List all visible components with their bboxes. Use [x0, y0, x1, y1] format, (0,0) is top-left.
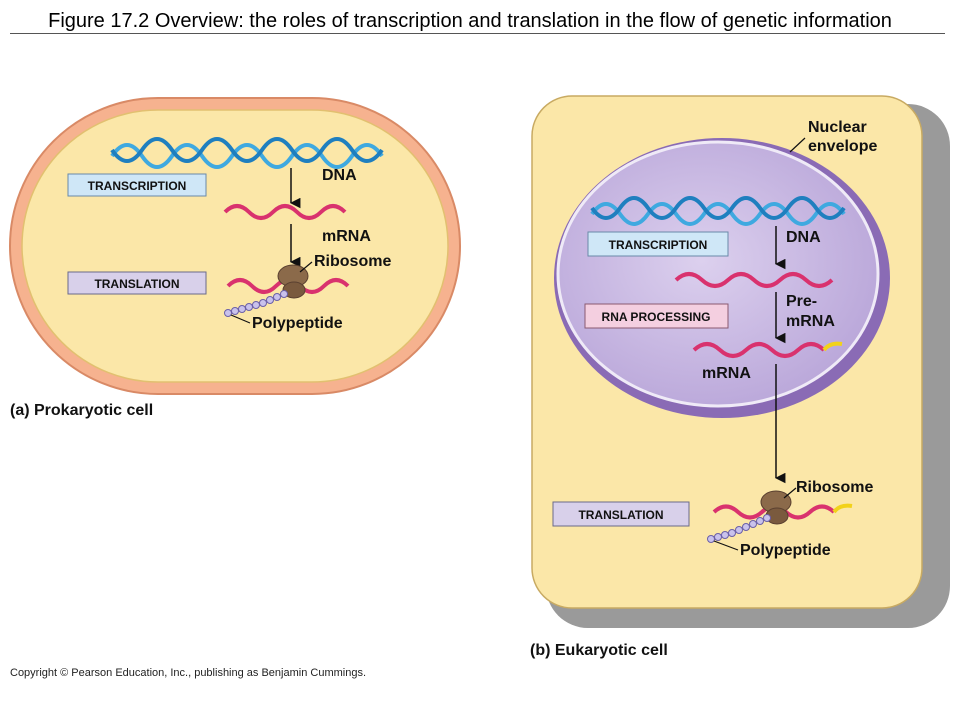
transcription-label: TRANSCRIPTION	[88, 179, 187, 193]
ribosome	[277, 264, 309, 299]
mrna-label: mRNA	[702, 365, 751, 382]
dna-helix	[110, 137, 384, 169]
ribosome-pointer	[783, 487, 797, 499]
transcription-box	[587, 231, 729, 257]
prokaryotic-caption: (a) Prokaryotic cell	[10, 402, 154, 419]
rna-processing-box	[584, 303, 729, 329]
transcription-label: TRANSCRIPTION	[609, 238, 708, 252]
mrna-strand	[223, 204, 347, 220]
title-divider	[10, 33, 945, 34]
eukaryotic-caption: (b) Eukaryotic cell	[530, 642, 668, 659]
pre-mrna-label-1: Pre-	[786, 293, 817, 310]
polypeptide-chain	[224, 290, 288, 317]
figure-title: Figure 17.2 Overview: the roles of trans…	[48, 10, 892, 32]
mrna-label: mRNA	[322, 228, 371, 245]
mrna-tail	[822, 341, 843, 352]
dna-label: DNA	[322, 167, 357, 184]
polypeptide-chain	[707, 514, 771, 543]
copyright-notice: Copyright © Pearson Education, Inc., pub…	[10, 667, 367, 679]
translation-box	[552, 501, 690, 527]
polypeptide-label: Polypeptide	[740, 542, 831, 559]
ribosome-label: Ribosome	[796, 479, 873, 496]
translation-label: TRANSLATION	[94, 277, 179, 291]
transcription-box	[67, 173, 207, 197]
dna-helix	[590, 196, 846, 226]
polypeptide-pointer	[230, 314, 251, 324]
mrna-tail-translating	[832, 503, 853, 514]
ribosome-pointer	[299, 261, 313, 273]
ribosome	[760, 490, 792, 525]
pre-mrna-strand	[674, 272, 834, 288]
translation-label: TRANSLATION	[578, 508, 663, 522]
dna-label: DNA	[786, 229, 821, 246]
rna-processing-label: RNA PROCESSING	[602, 310, 711, 324]
nuclear-envelope-label-1: Nuclear	[808, 119, 867, 136]
nuclear-envelope-pointer	[789, 137, 806, 153]
nuclear-envelope-label-2: envelope	[808, 138, 877, 155]
mrna-strand	[692, 342, 826, 358]
pre-mrna-label-2: mRNA	[786, 313, 835, 330]
eukaryotic-cell: Nuclear envelope DNA TRANSCRIPTION Pre- …	[531, 95, 950, 628]
prokaryotic-cell: DNA TRANSCRIPTION mRNA TRANSLATION Ribos…	[9, 97, 461, 395]
ribosome-label: Ribosome	[314, 253, 391, 270]
nucleus	[556, 140, 880, 408]
polypeptide-pointer	[713, 540, 739, 551]
translation-box	[67, 271, 207, 295]
polypeptide-label: Polypeptide	[252, 315, 343, 332]
